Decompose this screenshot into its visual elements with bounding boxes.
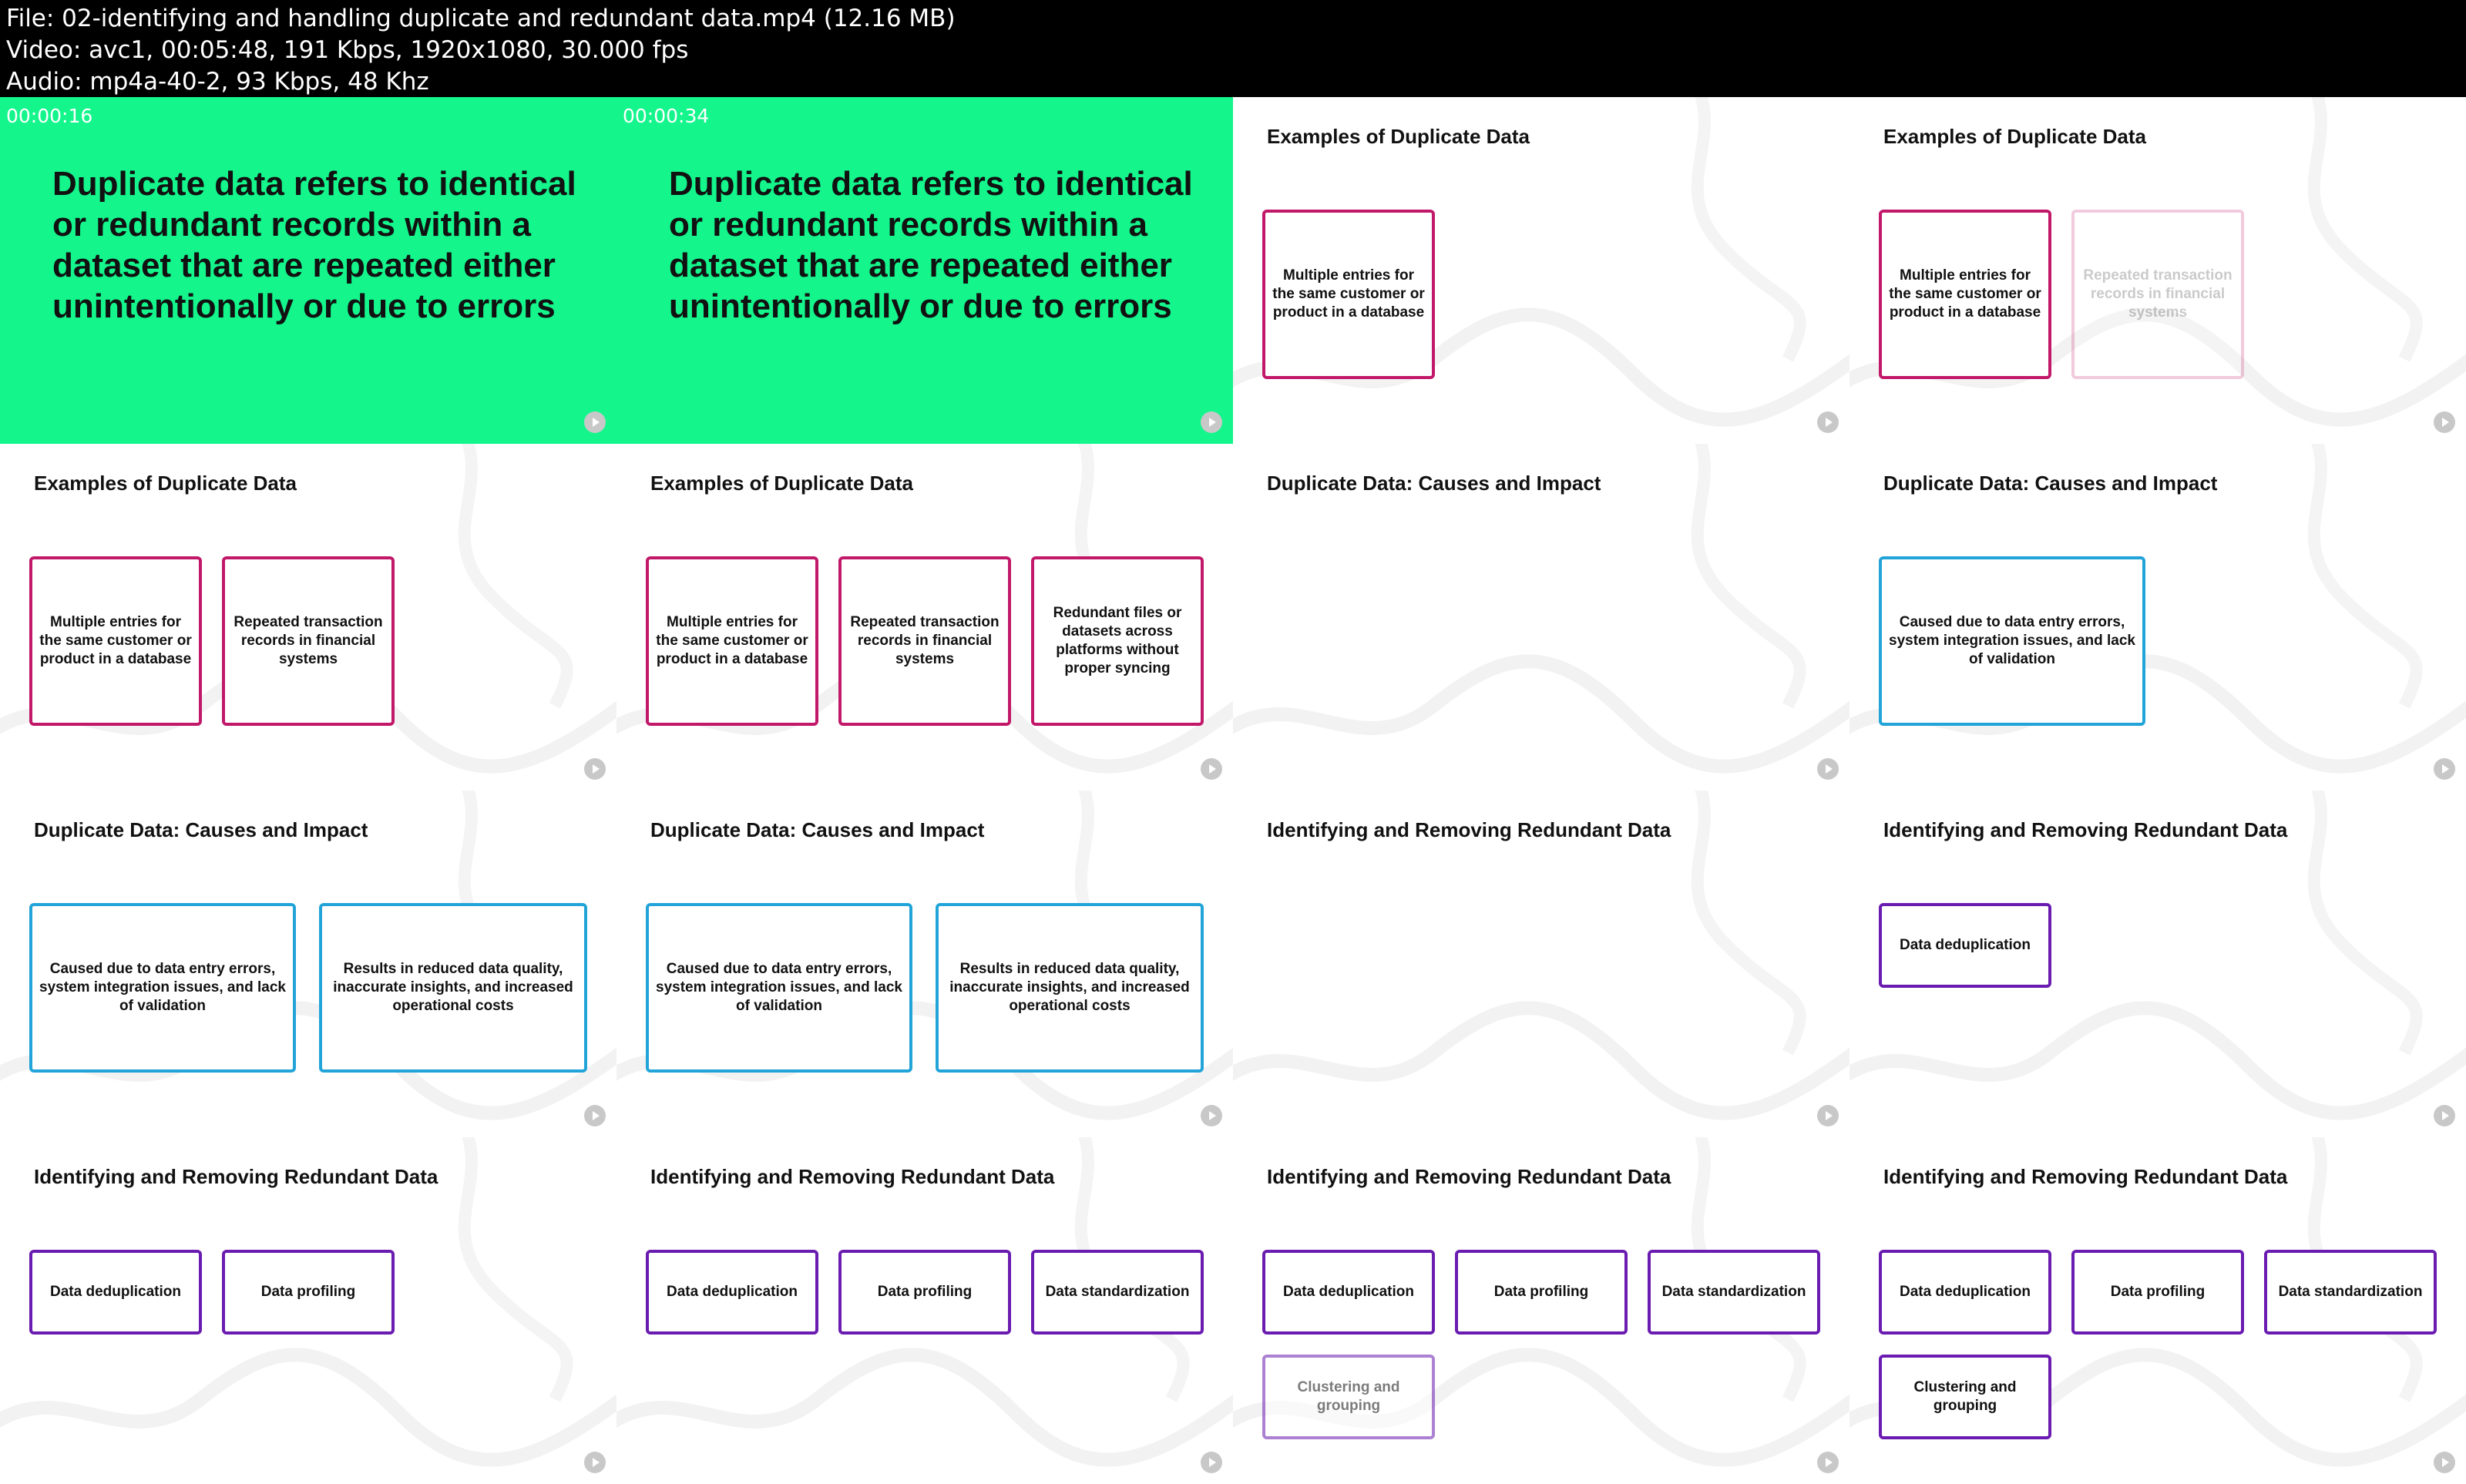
timestamp: 00:00:34	[623, 105, 710, 127]
thumbnail-8[interactable]: Duplicate Data: Causes and Impact Caused…	[1850, 444, 2466, 791]
card-multiple-entries: Multiple entries for the same customer o…	[1262, 210, 1435, 379]
background-pattern	[1850, 791, 2466, 1120]
slide-title: Identifying and Removing Redundant Data	[650, 1165, 1055, 1188]
card-profiling: Data profiling	[2071, 1250, 2244, 1335]
thumbnail-16[interactable]: Identifying and Removing Redundant Data …	[1850, 1137, 2466, 1484]
slide-title: Duplicate Data: Causes and Impact	[34, 818, 368, 841]
thumbnail-12[interactable]: Identifying and Removing Redundant Data …	[1850, 791, 2466, 1137]
slide-title: Examples of Duplicate Data	[1267, 125, 1530, 148]
card-dedup: Data deduplication	[1262, 1250, 1435, 1335]
thumbnail-4[interactable]: Examples of Duplicate Data Multiple entr…	[1850, 97, 2466, 444]
card-standardization: Data standardization	[1648, 1250, 1820, 1335]
play-circle-icon	[584, 1452, 606, 1473]
slide-title: Duplicate Data: Causes and Impact	[1267, 472, 1601, 495]
card-results: Results in reduced data quality, inaccur…	[936, 903, 1204, 1073]
slide-title: Identifying and Removing Redundant Data	[1883, 818, 2288, 841]
thumbnail-2[interactable]: 00:00:34 Duplicate data refers to identi…	[616, 97, 1233, 444]
play-circle-icon	[1817, 411, 1839, 433]
play-circle-icon	[1201, 1105, 1222, 1126]
file-line: File: 02-identifying and handling duplic…	[6, 5, 956, 32]
thumbnail-13[interactable]: Identifying and Removing Redundant Data …	[0, 1137, 616, 1484]
file-info-header: File: 02-identifying and handling duplic…	[0, 0, 2466, 97]
play-circle-icon	[1201, 411, 1222, 433]
card-multiple-entries: Multiple entries for the same customer o…	[646, 556, 818, 726]
slide-title: Identifying and Removing Redundant Data	[1883, 1165, 2288, 1188]
card-profiling: Data profiling	[1455, 1250, 1628, 1335]
play-circle-icon	[1817, 758, 1839, 780]
thumbnail-3[interactable]: Examples of Duplicate Data Multiple entr…	[1233, 97, 1850, 444]
slide-title: Examples of Duplicate Data	[34, 472, 297, 495]
play-circle-icon	[584, 1105, 606, 1126]
play-circle-icon	[2434, 1452, 2455, 1473]
card-causes: Caused due to data entry errors, system …	[646, 903, 912, 1073]
play-circle-icon	[584, 758, 606, 780]
video-line: Video: avc1, 00:05:48, 191 Kbps, 1920x10…	[6, 36, 689, 64]
card-results: Results in reduced data quality, inaccur…	[319, 903, 587, 1073]
card-standardization: Data standardization	[1031, 1250, 1204, 1335]
thumbnail-9[interactable]: Duplicate Data: Causes and Impact Caused…	[0, 791, 616, 1137]
background-pattern	[0, 1137, 616, 1467]
play-circle-icon	[1817, 1452, 1839, 1473]
background-pattern	[1233, 791, 1850, 1120]
play-circle-icon	[2434, 758, 2455, 780]
thumbnail-15[interactable]: Identifying and Removing Redundant Data …	[1233, 1137, 1850, 1484]
card-dedup: Data deduplication	[29, 1250, 202, 1335]
background-pattern	[1233, 444, 1850, 774]
audio-line: Audio: mp4a-40-2, 93 Kbps, 48 Khz	[6, 68, 429, 96]
play-circle-icon	[1817, 1105, 1839, 1126]
card-repeated-transactions: Repeated transaction records in financia…	[2071, 210, 2244, 379]
thumbnail-7[interactable]: Duplicate Data: Causes and Impact	[1233, 444, 1850, 791]
card-profiling: Data profiling	[838, 1250, 1011, 1335]
play-circle-icon	[584, 411, 606, 433]
card-redundant-files: Redundant files or datasets across platf…	[1031, 556, 1204, 726]
card-multiple-entries: Multiple entries for the same customer o…	[1879, 210, 2051, 379]
play-circle-icon	[2434, 1105, 2455, 1126]
card-causes: Caused due to data entry errors, system …	[1879, 556, 2145, 726]
card-dedup: Data deduplication	[646, 1250, 818, 1335]
thumbnail-5[interactable]: Examples of Duplicate Data Multiple entr…	[0, 444, 616, 791]
card-clustering: Clustering and grouping	[1262, 1355, 1435, 1439]
play-circle-icon	[2434, 411, 2455, 433]
card-repeated-transactions: Repeated transaction records in financia…	[838, 556, 1011, 726]
thumbnail-10[interactable]: Duplicate Data: Causes and Impact Caused…	[616, 791, 1233, 1137]
slide-title: Duplicate Data: Causes and Impact	[1883, 472, 2218, 495]
card-multiple-entries: Multiple entries for the same customer o…	[29, 556, 202, 726]
card-repeated-transactions: Repeated transaction records in financia…	[222, 556, 395, 726]
thumbnail-14[interactable]: Identifying and Removing Redundant Data …	[616, 1137, 1233, 1484]
timestamp: 00:00:16	[6, 105, 93, 127]
definition-text: Duplicate data refers to identical or re…	[669, 165, 1193, 325]
slide-title: Examples of Duplicate Data	[650, 472, 913, 495]
slide-title: Identifying and Removing Redundant Data	[1267, 1165, 1671, 1188]
slide-title: Examples of Duplicate Data	[1883, 125, 2146, 148]
play-circle-icon	[1201, 758, 1222, 780]
slide-title: Identifying and Removing Redundant Data	[34, 1165, 438, 1188]
card-dedup: Data deduplication	[1879, 1250, 2051, 1335]
play-circle-icon	[1201, 1452, 1222, 1473]
card-standardization: Data standardization	[2264, 1250, 2437, 1335]
thumbnail-11[interactable]: Identifying and Removing Redundant Data	[1233, 791, 1850, 1137]
thumbnail-grid: 00:00:16 Duplicate data refers to identi…	[0, 97, 2466, 1484]
card-dedup: Data deduplication	[1879, 903, 2051, 988]
definition-text: Duplicate data refers to identical or re…	[52, 165, 576, 325]
slide-title: Duplicate Data: Causes and Impact	[650, 818, 985, 841]
card-profiling: Data profiling	[222, 1250, 395, 1335]
card-clustering: Clustering and grouping	[1879, 1355, 2051, 1439]
thumbnail-1[interactable]: 00:00:16 Duplicate data refers to identi…	[0, 97, 616, 444]
slide-title: Identifying and Removing Redundant Data	[1267, 818, 1671, 841]
card-causes: Caused due to data entry errors, system …	[29, 903, 296, 1073]
thumbnail-6[interactable]: Examples of Duplicate Data Multiple entr…	[616, 444, 1233, 791]
